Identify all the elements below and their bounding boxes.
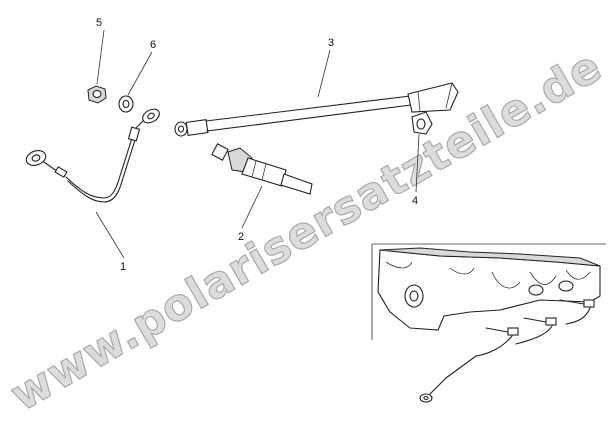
callout-6: 6 — [150, 39, 156, 51]
nut[interactable] — [87, 85, 107, 104]
washer[interactable] — [118, 95, 134, 113]
glow-plug-lead[interactable] — [174, 82, 459, 137]
engine-inset — [371, 243, 606, 403]
callout-4: 4 — [412, 195, 418, 207]
glow-plug-harness[interactable] — [24, 106, 162, 203]
leader-lines — [95, 29, 420, 259]
wire-clip[interactable] — [411, 111, 433, 135]
callout-2: 2 — [238, 231, 244, 243]
callout-5: 5 — [96, 17, 102, 29]
glow-plug[interactable] — [211, 143, 313, 195]
callout-1: 1 — [120, 261, 126, 273]
callout-3: 3 — [328, 37, 334, 49]
